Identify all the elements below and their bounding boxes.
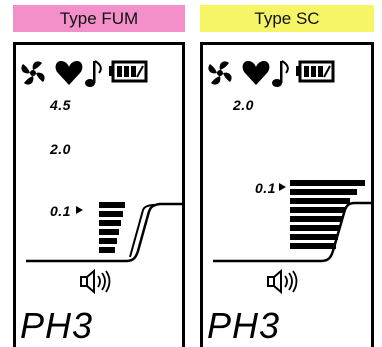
type-fum-label: Type FUM	[13, 5, 185, 32]
type-sc-label: Type SC	[200, 5, 374, 32]
value-2-0: 2.0	[49, 141, 71, 157]
curve-line	[26, 202, 182, 263]
fan-icon	[208, 61, 232, 85]
pointer-arrow-icon	[76, 206, 83, 214]
pointer-arrow-icon	[279, 183, 286, 191]
speaker-icon	[267, 268, 298, 295]
level-bars	[290, 180, 365, 249]
value-0-1: 0.1	[255, 180, 276, 196]
mode-display: PH3	[20, 305, 93, 346]
level-bars	[99, 202, 125, 253]
speaker-icon	[80, 268, 111, 295]
curve-line-inner	[129, 204, 155, 258]
music-note-icon	[85, 60, 102, 87]
value-0-1: 0.1	[50, 203, 71, 219]
battery-icon	[109, 60, 148, 83]
heart-icon	[55, 61, 83, 85]
fan-icon	[21, 61, 45, 85]
music-note-icon	[272, 60, 289, 87]
mode-display: PH3	[207, 305, 280, 346]
value-2-0: 2.0	[232, 97, 254, 113]
battery-icon	[296, 60, 335, 83]
lcd-panel-fum: 4.5 2.0 0.1 PH3	[13, 42, 185, 347]
lcd-panel-sc: 2.0 0.1 PH3	[200, 42, 374, 347]
value-4-5: 4.5	[49, 97, 71, 113]
heart-icon	[242, 61, 270, 85]
curve-line	[213, 201, 371, 263]
